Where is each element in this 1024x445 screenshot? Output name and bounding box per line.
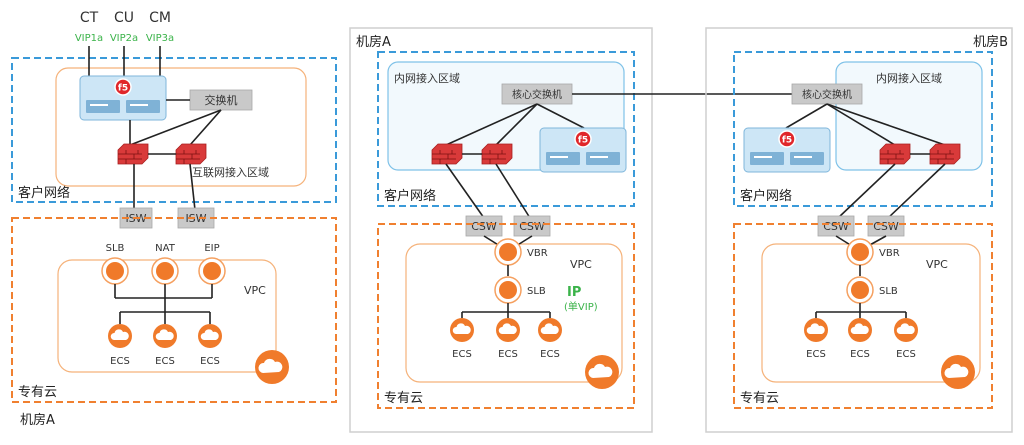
right-firewall-1-icon: [879, 143, 911, 165]
right-ecs-3-label: ECS: [896, 349, 916, 360]
right-private-cloud-label: 专有云: [740, 391, 779, 406]
left-ecs-2-icon: [153, 324, 177, 348]
right-private-cloud-badge-icon: [941, 355, 975, 389]
right-csw-1-label: CSW: [823, 220, 849, 233]
right-ecs-3-icon: [894, 318, 918, 342]
right-csw-2-label: CSW: [873, 220, 899, 233]
middle-vpc-label: VPC: [570, 258, 592, 271]
left-room-label: 机房A: [20, 412, 55, 428]
left-vpc-label: VPC: [244, 284, 266, 297]
left-private-cloud-zone: [11, 217, 337, 403]
left-eip-label: EIP: [204, 243, 219, 254]
left-nat-icon: [151, 257, 179, 285]
left-customer-network-zone: [11, 57, 337, 203]
right-firewall-2-icon: [929, 143, 961, 165]
middle-room-panel: 机房A 内网接入区域 核心交换机 客户网络 CSW CSW VBR VPC: [349, 27, 796, 433]
middle-ip-label: IP: [567, 285, 581, 300]
left-switch-label: 交换机: [205, 93, 238, 107]
left-ecs-3-icon: [198, 324, 222, 348]
right-f5-device-icon: [743, 127, 831, 173]
right-ecs-1-label: ECS: [806, 349, 826, 360]
right-room-label: 机房B: [973, 34, 1008, 50]
left-internet-zone: [55, 67, 307, 187]
left-ecs-2-label: ECS: [155, 356, 175, 367]
middle-ecs-3-icon: [538, 318, 562, 342]
left-customer-network-label: 客户网络: [18, 185, 70, 201]
vip1a-label: VIP1a: [75, 33, 103, 44]
middle-ecs-3-label: ECS: [540, 349, 560, 360]
left-firewall-2-icon: [175, 143, 207, 165]
right-room-panel: 机房B 内网接入区域 核心交换机 客户网络 CSW CSW VBR VPC SL…: [705, 27, 1013, 433]
left-internet-zone-label: 互联网接入区域: [192, 166, 269, 179]
right-vbr-icon: [846, 238, 874, 266]
left-room-panel: CT CU CM VIP1a VIP2a VIP3a 交换机 互联网接入区域 客…: [11, 10, 337, 428]
middle-vbr-icon: [494, 238, 522, 266]
middle-slb-icon: [494, 276, 522, 304]
right-private-cloud-zone: [733, 223, 993, 409]
middle-private-cloud-badge-icon: [585, 355, 619, 389]
middle-slb-label: SLB: [527, 286, 546, 297]
middle-ecs-1-label: ECS: [452, 349, 472, 360]
right-vbr-label: VBR: [879, 248, 900, 259]
middle-private-cloud-zone: [377, 223, 635, 409]
carrier-cu-label: CU: [114, 10, 134, 26]
carrier-ct-label: CT: [80, 10, 99, 26]
right-customer-network-label: 客户网络: [740, 188, 792, 204]
middle-single-vip-label: (单VIP): [564, 301, 598, 313]
middle-private-cloud-label: 专有云: [384, 391, 423, 406]
middle-ecs-1-icon: [450, 318, 474, 342]
right-room-border: [705, 27, 1013, 433]
middle-firewall-2-icon: [481, 143, 513, 165]
middle-csw-1-label: CSW: [471, 220, 497, 233]
middle-room-label: 机房A: [356, 34, 391, 50]
left-firewall-1-icon: [117, 143, 149, 165]
vip2a-label: VIP2a: [110, 33, 138, 44]
left-private-cloud-badge-icon: [255, 350, 289, 384]
right-customer-network-zone: [733, 51, 993, 207]
left-eip-icon: [198, 257, 226, 285]
vip3a-label: VIP3a: [146, 33, 174, 44]
middle-ecs-2-label: ECS: [498, 349, 518, 360]
carrier-cm-label: CM: [149, 10, 171, 26]
right-ecs-2-icon: [848, 318, 872, 342]
right-vpc-label: VPC: [926, 258, 948, 271]
right-ecs-1-icon: [804, 318, 828, 342]
middle-room-border: [349, 27, 653, 433]
middle-ecs-2-icon: [496, 318, 520, 342]
right-slb-icon: [846, 276, 874, 304]
left-isw-2-label: ISW: [185, 212, 206, 225]
right-core-switch-label: 核心交换机: [802, 88, 852, 101]
right-ecs-2-label: ECS: [850, 349, 870, 360]
middle-csw-2-label: CSW: [519, 220, 545, 233]
middle-intranet-zone-label: 内网接入区域: [394, 71, 460, 85]
left-ecs-1-label: ECS: [110, 356, 130, 367]
middle-f5-device-icon: [539, 127, 627, 173]
right-intranet-zone-label: 内网接入区域: [876, 71, 942, 85]
middle-core-switch-label: 核心交换机: [512, 88, 562, 101]
middle-customer-network-zone: [377, 51, 635, 207]
right-slb-label: SLB: [879, 286, 898, 297]
left-nat-label: NAT: [155, 243, 176, 254]
left-slb-icon: [101, 257, 129, 285]
left-ecs-1-icon: [108, 324, 132, 348]
middle-vbr-label: VBR: [527, 248, 548, 259]
middle-customer-network-label: 客户网络: [384, 188, 436, 204]
left-f5-device-icon: [79, 75, 167, 121]
left-private-cloud-label: 专有云: [18, 385, 57, 400]
left-slb-label: SLB: [106, 243, 125, 254]
middle-firewall-1-icon: [431, 143, 463, 165]
right-intranet-zone: [835, 61, 983, 171]
left-ecs-3-label: ECS: [200, 356, 220, 367]
